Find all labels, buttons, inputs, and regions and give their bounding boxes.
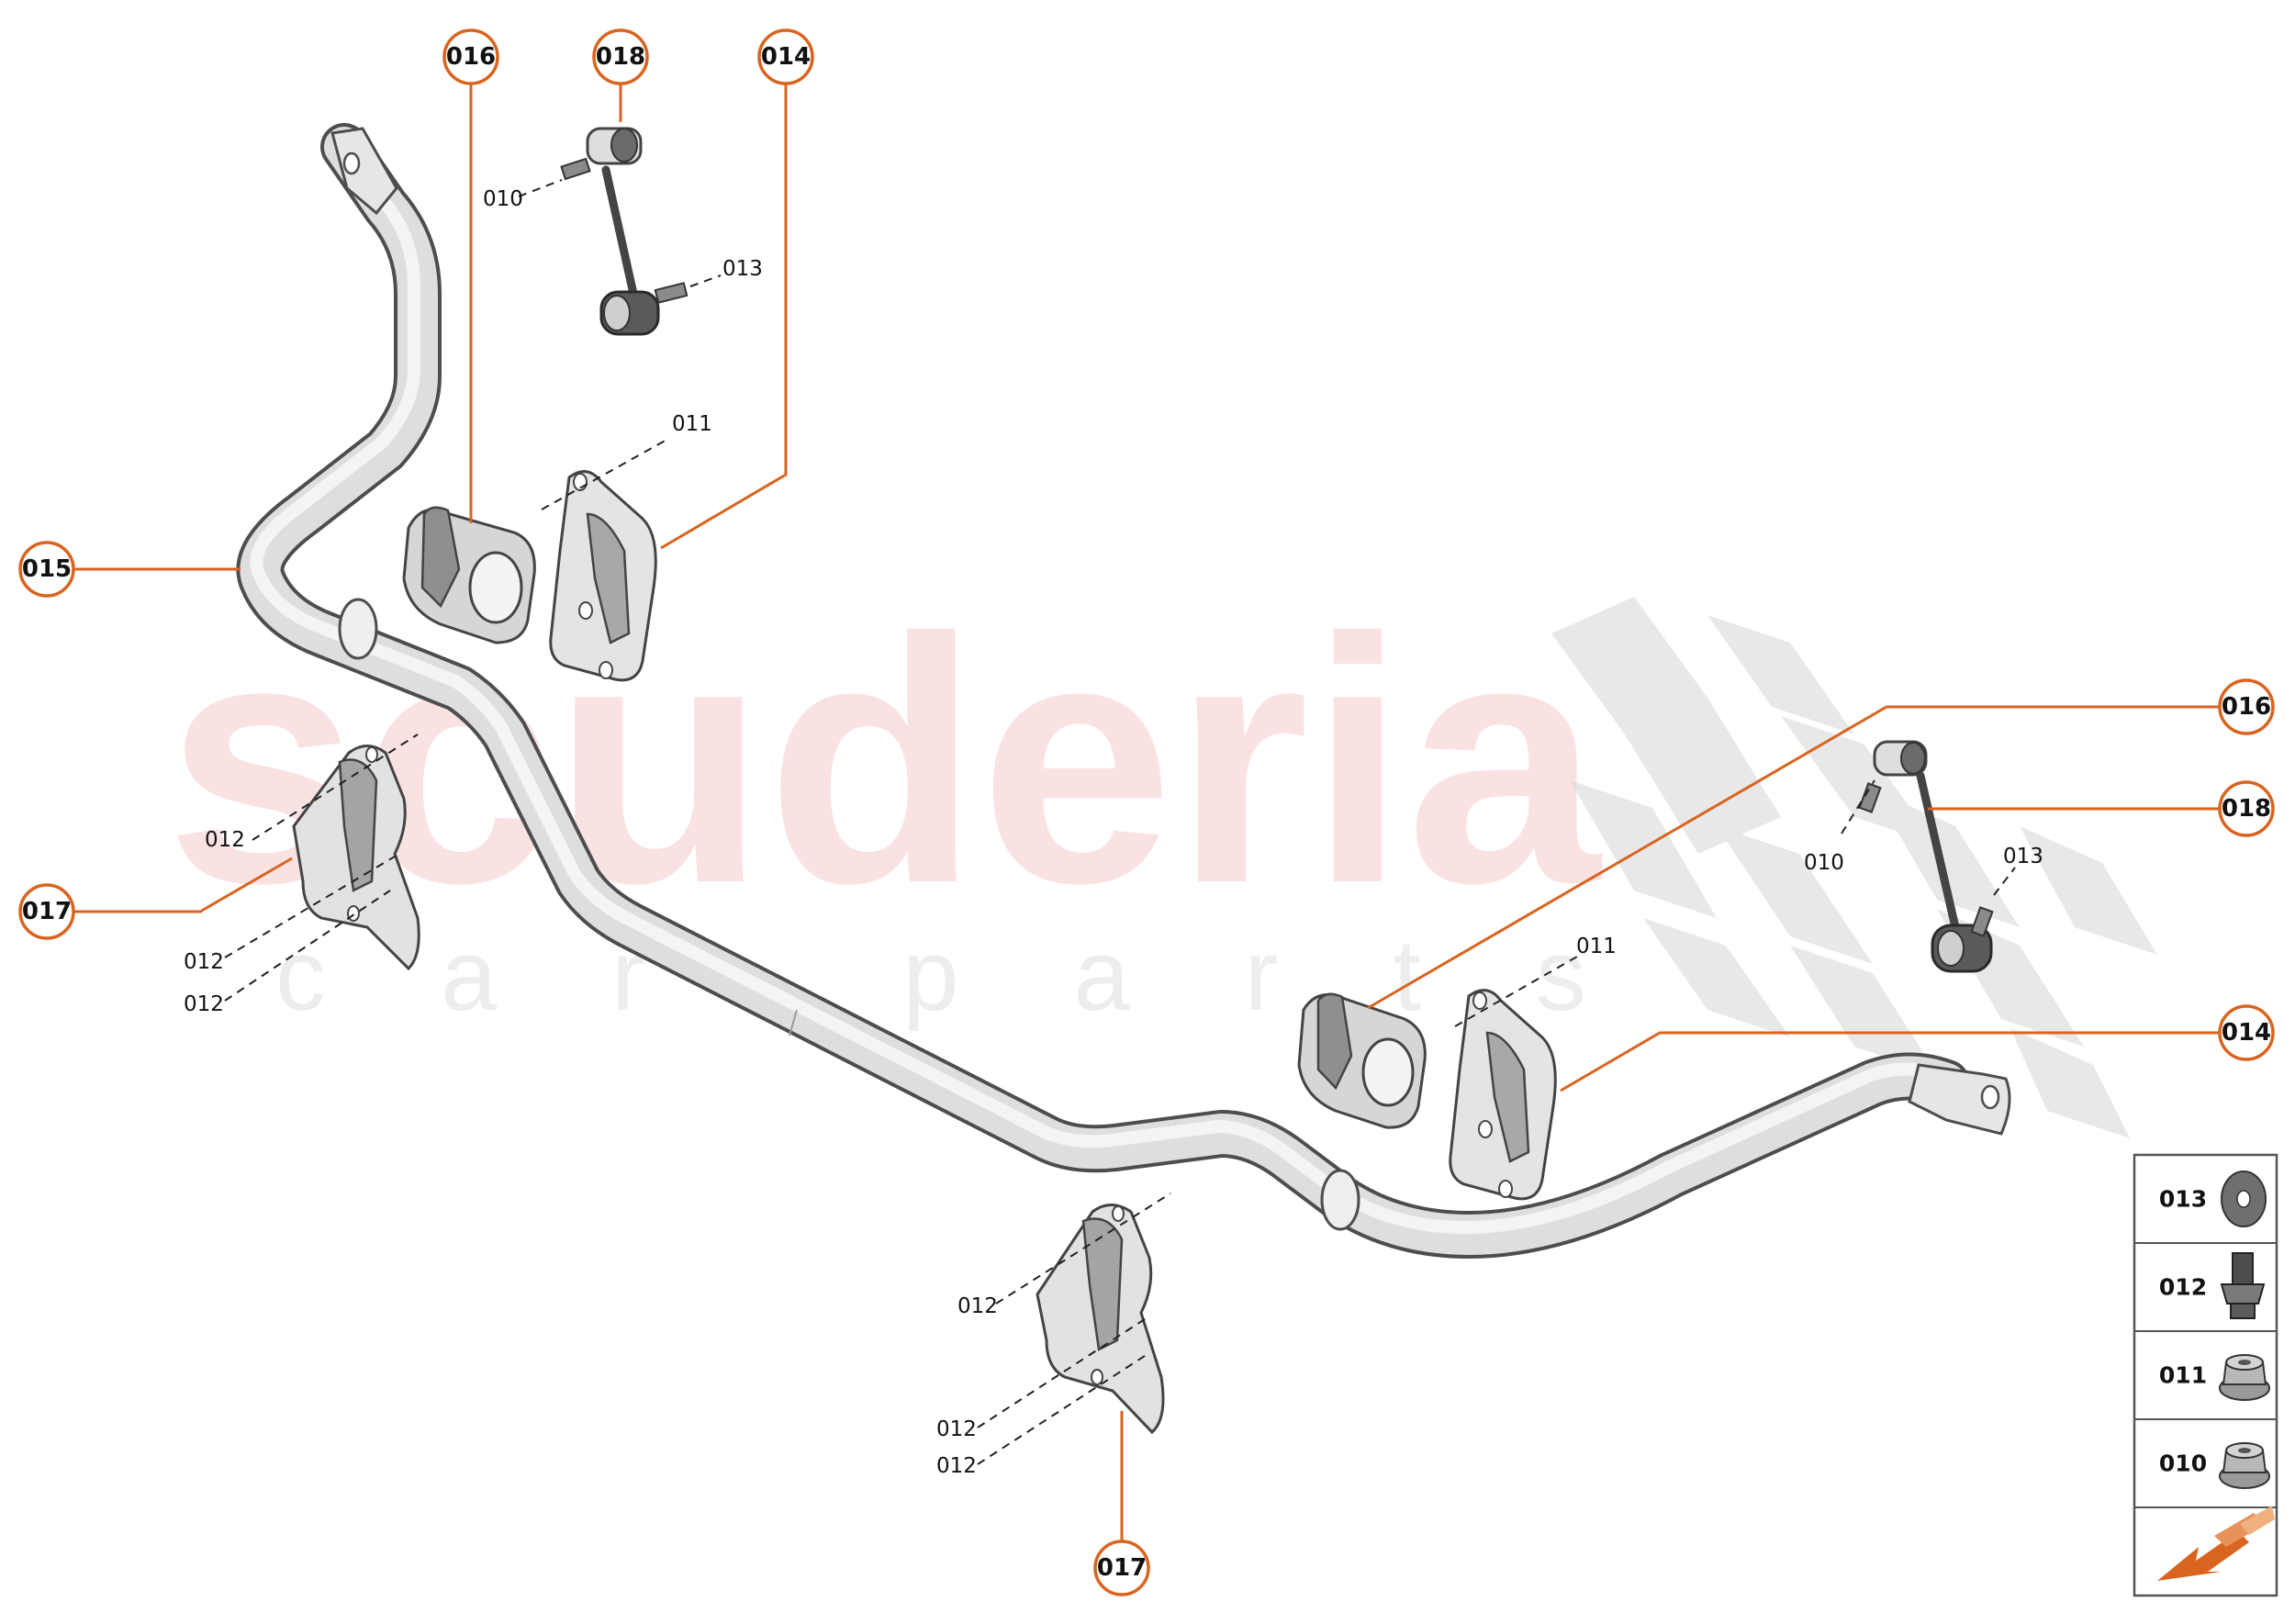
callout-017-bottom[interactable]: 017 (1093, 1540, 1150, 1596)
reference-labels: 010 013 011 012 012 012 010 013 011 012 … (184, 187, 2043, 1478)
legend-code: 011 (2159, 1362, 2207, 1389)
dashed-lines (224, 179, 2016, 1465)
bracket-left (292, 745, 420, 971)
callout-label: 018 (596, 43, 645, 71)
callout-018-top[interactable]: 018 (592, 28, 649, 85)
ref-label-012-left-1: 012 (205, 828, 245, 852)
ref-label-011-right: 011 (1576, 935, 1617, 958)
clamp-top (549, 470, 657, 682)
callout-label: 017 (1097, 1554, 1147, 1582)
leader-lines (71, 78, 2219, 1547)
bolt-icon (2220, 1252, 2266, 1319)
callout-label: 018 (2222, 795, 2271, 823)
ref-label-010-right: 010 (1804, 851, 1844, 875)
legend-row-012[interactable]: 012 (2159, 1252, 2266, 1319)
callout-label: 016 (446, 43, 496, 71)
bushing-top (402, 506, 536, 644)
callout-label: 014 (2222, 1019, 2271, 1047)
washer-icon (2221, 1170, 2267, 1227)
direction-arrow-icon[interactable] (2157, 1506, 2275, 1581)
drop-link-top (560, 127, 688, 336)
ref-label-013-top: 013 (722, 257, 763, 281)
flange-nut-icon (2219, 1442, 2270, 1489)
clamp-right (1449, 989, 1557, 1201)
callout-label: 016 (2222, 693, 2271, 721)
ref-label-012-bottom-3: 012 (936, 1454, 977, 1478)
bracket-bottom (1036, 1204, 1165, 1435)
ref-label-011-top: 011 (672, 412, 712, 436)
legend-row-013[interactable]: 013 (2159, 1170, 2267, 1227)
callout-label: 017 (22, 898, 72, 925)
legend-code: 012 (2159, 1274, 2207, 1301)
callout-015[interactable]: 015 (18, 541, 75, 598)
callout-label: 014 (761, 43, 811, 71)
hardware-legend: 013 012 011 010 (2133, 1153, 2278, 1597)
ref-label-012-bottom-2: 012 (936, 1417, 977, 1441)
callout-016-top[interactable]: 016 (442, 28, 499, 85)
stabilizer-bar (236, 123, 2011, 1259)
ref-label-010-top: 010 (483, 187, 523, 211)
legend-row-010[interactable]: 010 (2159, 1442, 2270, 1489)
callout-014-top[interactable]: 014 (757, 28, 814, 85)
legend-row-011[interactable]: 011 (2159, 1354, 2270, 1401)
ref-label-013-right: 013 (2003, 845, 2043, 868)
ref-label-012-left-3: 012 (184, 992, 224, 1016)
drop-link-right (1858, 740, 1994, 973)
watermark: scuderia car parts (165, 566, 2157, 1138)
legend-code: 013 (2159, 1186, 2207, 1213)
callout-014-right[interactable]: 014 (2218, 1004, 2275, 1061)
callout-016-right[interactable]: 016 (2218, 678, 2275, 735)
ref-label-012-left-2: 012 (184, 950, 224, 974)
callout-017-left[interactable]: 017 (18, 883, 75, 940)
callout-label: 015 (22, 555, 72, 583)
checkered-flag-watermark (1551, 597, 2157, 1138)
callout-018-right[interactable]: 018 (2218, 780, 2275, 837)
ref-label-012-bottom-1: 012 (957, 1294, 998, 1318)
legend-code: 010 (2159, 1450, 2207, 1477)
flange-nut-icon (2219, 1354, 2270, 1401)
bushing-right (1297, 992, 1427, 1129)
